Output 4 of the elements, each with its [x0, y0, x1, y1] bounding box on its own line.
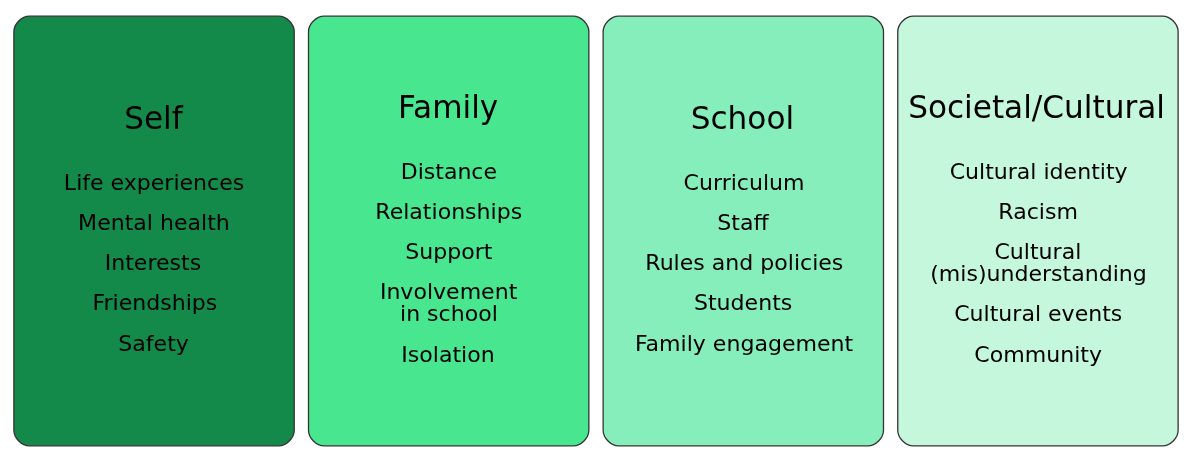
node-box: School Curriculum Staff Rules and policies Students Family engagement	[602, 15, 885, 446]
node-box: Family Distance Relationships Support Involvement in school Isolation	[307, 15, 590, 446]
node-box: Societal/Cultural Cultural identity Racism Cultural (mis)understanding Cultural events Community	[897, 15, 1179, 446]
node-box: Self Life experiences Mental health Interests Friendships Safety	[13, 15, 295, 446]
